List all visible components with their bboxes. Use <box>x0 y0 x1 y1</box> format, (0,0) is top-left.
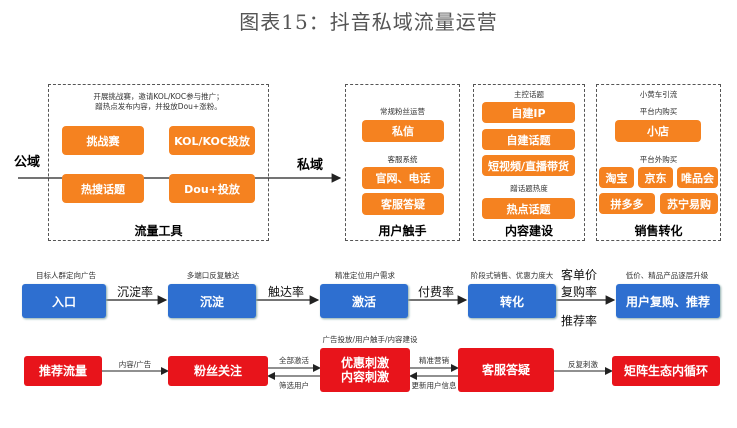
sales-caption-2: 平台内购买 <box>639 107 678 116</box>
rate-pay: 付费率 <box>418 285 455 299</box>
kol-koc-button[interactable]: KOL/KOC投放 <box>169 126 255 155</box>
traffic-tools-caption: 开展挑战赛，邀请KOL/KOC参与推广； 蹭热点发布内容，并投放Dou+涨粉。 <box>93 92 224 111</box>
loop-label-activate-all: 全部激活 <box>279 356 309 365</box>
stage-repurchase-recommend[interactable]: 用户复购、推荐 <box>616 284 720 318</box>
vip-button[interactable]: 唯品会 <box>677 167 718 188</box>
traffic-tools-footer: 流量工具 <box>134 224 183 238</box>
rate-settle: 沉淀率 <box>117 285 154 299</box>
user-touch-footer: 用户触手 <box>378 224 427 238</box>
loop-label-precision-marketing: 精准营销 <box>419 356 449 365</box>
rate-recommend: 推荐率 <box>561 314 598 328</box>
stage-convert[interactable]: 转化 <box>468 284 556 318</box>
stage-caption-entry: 目标人群定向广告 <box>36 271 96 280</box>
pinduoduo-button[interactable]: 拼多多 <box>599 193 655 214</box>
loop-matrix-ecosystem[interactable]: 矩阵生态内循环 <box>612 356 720 386</box>
short-video-live-button[interactable]: 短视频/直播带货 <box>482 155 575 176</box>
hot-topic-content-button[interactable]: 热点话题 <box>482 198 575 219</box>
website-phone-button[interactable]: 官网、电话 <box>362 167 444 189</box>
content-panel <box>473 84 585 241</box>
stage-caption-repurchase: 低价、精品产品逐层升级 <box>625 271 709 280</box>
traffic-tools-panel <box>48 84 269 241</box>
rate-reach: 触达率 <box>268 285 305 299</box>
stage-activate[interactable]: 激活 <box>320 284 408 318</box>
stage-caption-activate: 精准定位用户需求 <box>335 271 395 280</box>
stage-settle[interactable]: 沉淀 <box>168 284 256 318</box>
shop-button[interactable]: 小店 <box>615 120 701 142</box>
stage-caption-convert: 阶段式销售、优惠力度大 <box>470 271 554 280</box>
sales-footer: 销售转化 <box>634 224 683 238</box>
own-topic-button[interactable]: 自建话题 <box>482 129 575 150</box>
private-domain-label: 私域 <box>297 158 324 173</box>
private-message-button[interactable]: 私信 <box>362 120 444 142</box>
jd-button[interactable]: 京东 <box>638 167 673 188</box>
user-touch-caption-2: 客服系统 <box>387 155 418 164</box>
stage-caption-settle: 多端口反复触达 <box>186 271 240 280</box>
rate-repurchase: 复购率 <box>561 285 598 299</box>
content-caption-1: 主控话题 <box>514 90 544 99</box>
loop-label-repeat-stimulus: 反复刺激 <box>568 360 598 369</box>
content-footer: 内容建设 <box>504 224 553 238</box>
hot-topic-button[interactable]: 热搜话题 <box>62 174 144 203</box>
page-title: 图表15：抖音私域流量运营 <box>239 10 498 34</box>
dou-plus-button[interactable]: Dou+投放 <box>169 174 255 203</box>
user-touch-caption-1: 常规粉丝运营 <box>380 107 425 116</box>
challenge-button[interactable]: 挑战赛 <box>62 126 144 155</box>
public-domain-label: 公域 <box>14 155 41 170</box>
loop-fan-follow[interactable]: 粉丝关注 <box>168 356 268 386</box>
sales-caption-1: 小黄车引流 <box>639 90 678 99</box>
loop-label-update-info: 更新用户信息 <box>411 381 457 390</box>
loop-label-filter-users: 筛选用户 <box>279 381 309 390</box>
rate-unit-price: 客单价 <box>561 268 598 282</box>
customer-service-button[interactable]: 客服答疑 <box>362 193 444 215</box>
content-caption-2: 蹭话题热度 <box>510 184 548 193</box>
stage-entry[interactable]: 入口 <box>22 284 106 318</box>
loop-recommend-traffic[interactable]: 推荐流量 <box>24 356 102 386</box>
sales-caption-3: 平台外购买 <box>639 155 678 164</box>
loop-customer-service[interactable]: 客服答疑 <box>458 348 554 392</box>
loop-label-content-ad: 内容/广告 <box>118 360 152 369</box>
taobao-button[interactable]: 淘宝 <box>599 167 634 188</box>
loop-discount-content[interactable]: 优惠刺激 内容刺激 <box>320 348 410 392</box>
suning-button[interactable]: 苏宁易购 <box>660 193 718 214</box>
loop-top-label: 广告投放/用户触手/内容建设 <box>322 335 418 344</box>
sales-panel <box>596 84 721 241</box>
own-ip-button[interactable]: 自建IP <box>482 102 575 123</box>
user-touch-panel <box>345 84 460 241</box>
